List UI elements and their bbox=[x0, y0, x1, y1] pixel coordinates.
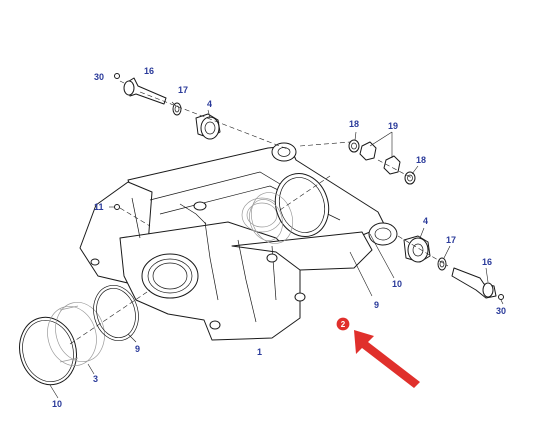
pin-16-right bbox=[451, 267, 497, 299]
callout-16-right: 16 bbox=[482, 257, 492, 267]
callout-18-top: 18 bbox=[349, 119, 359, 129]
washer-18-a bbox=[348, 139, 360, 153]
assembly-centerlines bbox=[49, 80, 504, 399]
callout-4-top: 4 bbox=[207, 99, 212, 109]
washer-18-b bbox=[404, 171, 416, 185]
callout-9-right: 9 bbox=[374, 300, 379, 310]
callout-18-right: 18 bbox=[416, 155, 426, 165]
nut-30-right bbox=[498, 294, 504, 300]
svg-text:2: 2 bbox=[341, 320, 346, 329]
front-seal-ring-10 bbox=[19, 316, 77, 386]
front-bearing-3 bbox=[47, 302, 105, 366]
callout-11: 11 bbox=[94, 202, 104, 212]
callout-17-right: 17 bbox=[446, 235, 456, 245]
front-shim-9 bbox=[93, 285, 139, 341]
callouts: 30 16 17 4 18 19 18 11 4 17 16 30 10 9 1… bbox=[52, 66, 506, 409]
callout-30-right: 30 bbox=[496, 306, 506, 316]
callout-19: 19 bbox=[388, 121, 398, 131]
grease-nipple-11 bbox=[114, 204, 120, 210]
marker-arrow bbox=[354, 330, 420, 388]
washer-17-right bbox=[437, 257, 447, 271]
callout-10-right: 10 bbox=[392, 279, 402, 289]
callout-1: 1 bbox=[257, 347, 262, 357]
callout-9-left: 9 bbox=[135, 344, 140, 354]
callout-3: 3 bbox=[93, 374, 98, 384]
right-seal-ring bbox=[274, 173, 330, 237]
callout-30-top: 30 bbox=[94, 72, 104, 82]
marker-badge[interactable]: 2 bbox=[335, 316, 351, 332]
callout-16-top: 16 bbox=[144, 66, 154, 76]
main-housing bbox=[79, 142, 398, 341]
bushing-4-right bbox=[403, 235, 431, 263]
pin-16-top bbox=[123, 77, 167, 105]
nut-19-a bbox=[359, 141, 377, 161]
callout-10-left: 10 bbox=[52, 399, 62, 409]
washer-17-top bbox=[172, 102, 182, 116]
right-bearing-cup bbox=[249, 192, 293, 244]
nut-30-top bbox=[114, 73, 120, 79]
nut-19-b bbox=[383, 155, 401, 175]
callout-4-right: 4 bbox=[423, 216, 428, 226]
callout-17-top: 17 bbox=[178, 85, 188, 95]
bushing-4-top bbox=[195, 113, 221, 140]
